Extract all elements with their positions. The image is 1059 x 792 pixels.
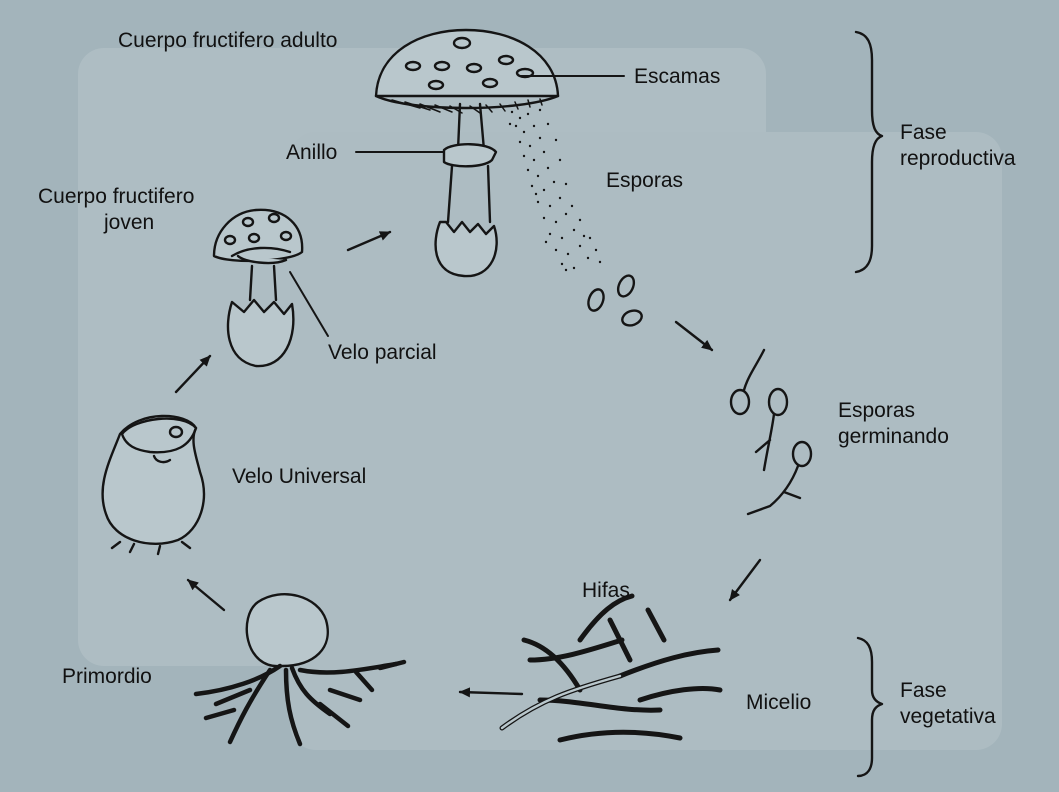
label-vegetative-phase-line1: Fase [900,678,947,704]
label-vegetative-phase-line2: vegetativa [900,704,996,730]
label-germinating-spores-line1: Esporas [838,398,915,424]
label-adult-fruiting-body: Cuerpo fructifero adulto [118,28,337,54]
label-germinating-spores-line2: germinando [838,424,949,450]
label-mycelium: Micelio [746,690,811,716]
label-reproductive-phase-line2: reproductiva [900,146,1016,172]
label-ring: Anillo [286,140,337,166]
label-young-fruiting-body-line2: joven [104,210,154,236]
label-hyphae: Hifas [582,578,630,604]
label-primordium: Primordio [62,664,152,690]
label-universal-veil: Velo Universal [232,464,366,490]
label-partial-veil: Velo parcial [328,340,437,366]
label-spores: Esporas [606,168,683,194]
label-scales: Escamas [634,64,720,90]
label-reproductive-phase-line1: Fase [900,120,947,146]
label-young-fruiting-body-line1: Cuerpo fructifero [38,184,194,210]
